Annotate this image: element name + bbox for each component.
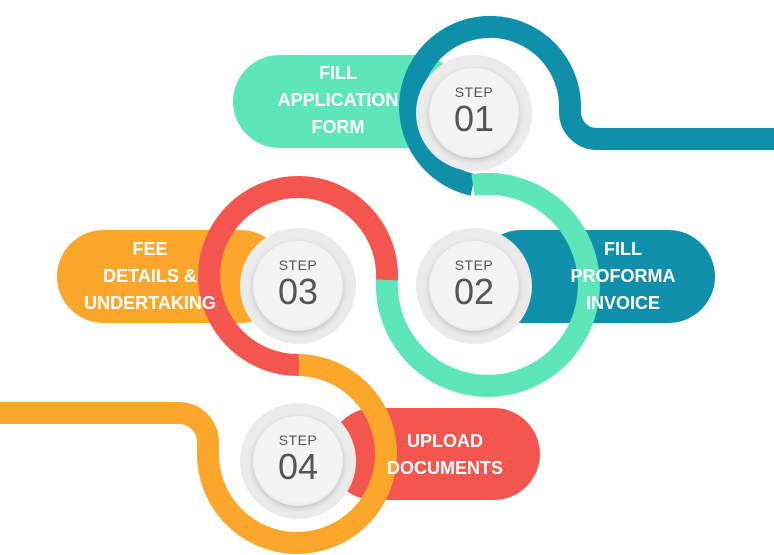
step-04-track bbox=[0, 354, 397, 554]
step-02-track bbox=[375, 172, 600, 397]
step-02-label-line-1: FILL bbox=[604, 239, 642, 259]
step-03-word: STEP bbox=[278, 257, 318, 273]
step-03-label-line-3: UNDERTAKING bbox=[84, 293, 216, 313]
step-01-badge: STEP 01 bbox=[429, 68, 519, 158]
step-02-word: STEP bbox=[454, 257, 494, 273]
step-04-word: STEP bbox=[278, 432, 318, 448]
step-02-label-line-3: INVOICE bbox=[585, 293, 660, 313]
step-03-label-line-2: DETAILS & bbox=[103, 266, 197, 286]
step-01-word: STEP bbox=[454, 84, 494, 100]
step-04-label-line-2: DOCUMENTS bbox=[387, 458, 503, 478]
step-01-label-line-3: FORM bbox=[311, 117, 365, 137]
step-03-pill bbox=[57, 230, 287, 323]
step-01-label-line-2: APPLICATION bbox=[277, 90, 399, 110]
step-01-label: FILL APPLICATION FORM bbox=[263, 60, 413, 141]
step-04-number: 04 bbox=[277, 446, 319, 487]
step-03-label-line-1: FEE bbox=[132, 239, 168, 259]
step-02-badge: STEP 02 bbox=[429, 241, 519, 331]
step-04-label-line-1: UPLOAD bbox=[407, 431, 483, 451]
step-02-number: 02 bbox=[453, 271, 495, 312]
step-02-label: FILL PROFORMA INVOICE bbox=[548, 236, 698, 317]
step-01-track bbox=[399, 15, 774, 196]
step-01-number: 01 bbox=[453, 98, 495, 139]
step-01-label-line-1: FILL bbox=[319, 63, 357, 83]
step-03-badge: STEP 03 bbox=[253, 241, 343, 331]
step-03-number: 03 bbox=[277, 271, 319, 312]
step-03-label: FEE DETAILS & UNDERTAKING bbox=[70, 236, 230, 317]
step-04-badge: STEP 04 bbox=[253, 416, 343, 506]
step-04-label: UPLOAD DOCUMENTS bbox=[375, 428, 515, 482]
step-03-track bbox=[198, 176, 399, 377]
step-02-label-line-2: PROFORMA bbox=[570, 266, 676, 286]
